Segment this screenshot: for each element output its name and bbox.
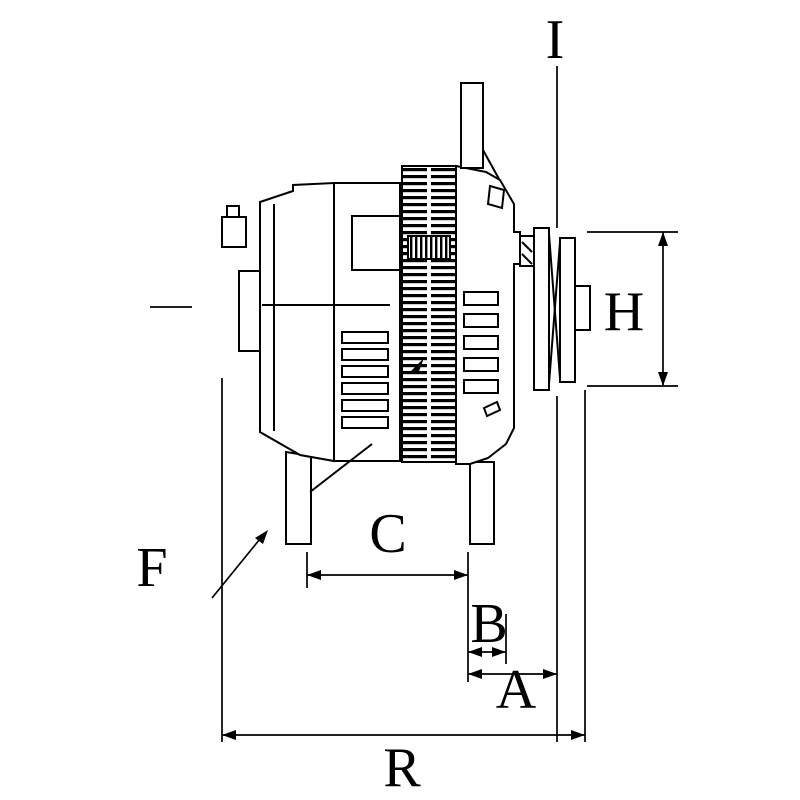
dimension-a-label: A xyxy=(496,659,537,721)
dimension-r: R xyxy=(221,378,586,799)
spacer-hatch-line xyxy=(521,253,533,265)
arrowhead-left xyxy=(222,730,236,740)
louver-slot xyxy=(341,331,389,344)
vent-slot xyxy=(463,357,499,372)
adjustment-ear xyxy=(460,82,484,169)
arrowhead-up xyxy=(658,232,668,246)
rear-boss xyxy=(238,270,261,352)
louver-slot xyxy=(341,399,389,412)
rear-mounting-leg xyxy=(285,450,312,545)
arrowhead-right xyxy=(571,730,585,740)
ear-transition-line xyxy=(482,149,500,180)
vent-slot xyxy=(463,313,499,328)
louver-slot xyxy=(341,365,389,378)
dimension-r-label: R xyxy=(383,737,421,799)
dimension-h: H xyxy=(587,231,678,387)
rear-vent-louvers xyxy=(341,331,389,429)
pulley xyxy=(533,227,591,391)
louver-slot xyxy=(341,348,389,361)
arrowhead-up-right xyxy=(255,530,268,544)
dimensions: I H C B xyxy=(136,9,678,799)
dimension-f-label: F xyxy=(136,537,167,599)
arrowhead-left xyxy=(468,647,482,657)
front-vent-slots xyxy=(463,291,499,394)
terminal-block xyxy=(221,216,247,248)
pulley-right-flange xyxy=(559,237,576,383)
stator-tooth-window xyxy=(407,235,451,260)
arrowhead-left xyxy=(307,570,321,580)
dimension-a: A xyxy=(468,396,558,742)
vent-slot xyxy=(463,291,499,306)
terminal-stud xyxy=(226,205,240,218)
arrowhead-left xyxy=(468,669,482,679)
front-mounting-leg xyxy=(469,461,495,545)
spacer-hatch-line xyxy=(521,241,533,253)
leg-brace-line xyxy=(309,443,373,493)
front-slot-hole xyxy=(482,400,502,418)
f-leader-line xyxy=(211,533,265,599)
regulator-box xyxy=(351,215,401,271)
arrowhead-right xyxy=(543,669,557,679)
dimension-c-label: C xyxy=(369,503,406,565)
arrowhead-right xyxy=(454,570,468,580)
shaft-nut xyxy=(574,285,591,331)
rear-bracket xyxy=(259,181,335,463)
dimension-f: F xyxy=(136,530,268,599)
dimension-b: B xyxy=(468,593,508,664)
front-lug xyxy=(486,184,506,210)
dimension-i: I xyxy=(546,9,565,228)
arrowhead-down xyxy=(658,372,668,386)
pulley-left-flange xyxy=(533,227,550,391)
reference-mark xyxy=(410,358,424,374)
vent-slot xyxy=(463,335,499,350)
louver-slot xyxy=(341,382,389,395)
alternator-drawing xyxy=(221,82,591,545)
vent-slot xyxy=(463,379,499,394)
dimension-h-label: H xyxy=(604,281,644,343)
pulley-groove-line xyxy=(548,241,561,385)
dimension-i-label: I xyxy=(546,9,565,71)
dimension-b-label: B xyxy=(470,593,507,655)
louver-slot xyxy=(341,416,389,429)
arrowhead-right xyxy=(492,647,506,657)
dimension-c: C xyxy=(306,503,469,682)
